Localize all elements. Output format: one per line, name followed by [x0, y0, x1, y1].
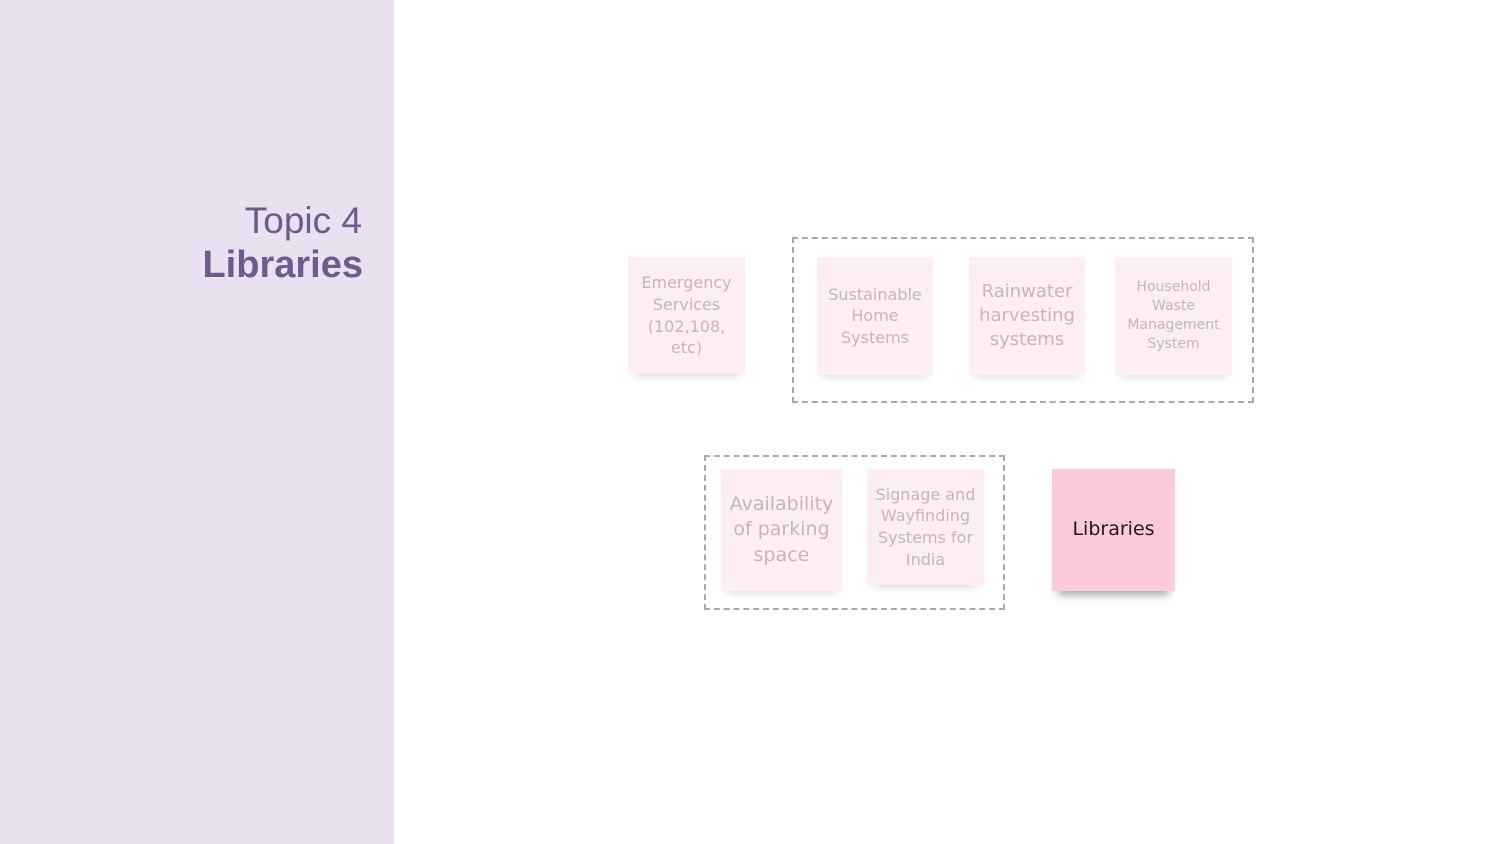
- sticky-note-libraries[interactable]: Libraries: [1052, 469, 1175, 591]
- topic-title: Libraries: [202, 244, 363, 286]
- topic-label: Topic 4: [244, 200, 362, 241]
- sticky-note-household-waste[interactable]: Household Waste Management System: [1115, 257, 1232, 375]
- sticky-note-sustainable[interactable]: Sustainable Home Systems: [817, 257, 933, 375]
- sticky-note-emergency[interactable]: Emergency Services (102,108, etc): [628, 257, 745, 374]
- sidebar-panel: Topic 4 Libraries: [0, 0, 394, 844]
- note-group-navigation: [704, 455, 1005, 610]
- note-group-home: [792, 237, 1254, 403]
- sticky-note-signage[interactable]: Signage and Wayfinding Systems for India: [867, 469, 984, 585]
- sticky-note-parking[interactable]: Availability of parking space: [721, 469, 842, 591]
- sticky-note-rainwater[interactable]: Rainwater harvesting systems: [969, 257, 1085, 375]
